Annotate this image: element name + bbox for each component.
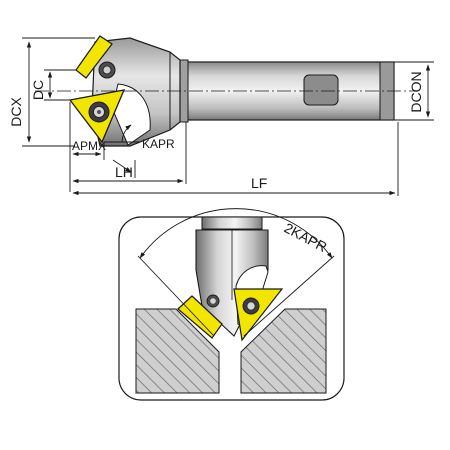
workpiece-right bbox=[240, 308, 327, 394]
workpiece-left bbox=[135, 308, 220, 394]
lf-label: LF bbox=[251, 175, 267, 191]
kapr-label: KAPR bbox=[142, 137, 175, 151]
screw-icon bbox=[206, 294, 220, 308]
dcon-label: DCON bbox=[408, 71, 424, 112]
shank-flat bbox=[303, 74, 339, 106]
insert-top bbox=[75, 35, 113, 79]
screw-icon bbox=[242, 297, 260, 315]
kapr-arc bbox=[121, 124, 132, 143]
dimensions bbox=[22, 37, 434, 196]
angle-leg-right bbox=[243, 255, 335, 337]
screw-icon bbox=[88, 101, 110, 123]
chip-gullet bbox=[111, 83, 151, 146]
apmx-label: APMX bbox=[72, 139, 106, 153]
dcx-label: DCX bbox=[8, 97, 24, 127]
tool-side-view bbox=[35, 35, 416, 147]
two-kapr-arc bbox=[139, 208, 333, 259]
angle-leg-left bbox=[137, 255, 215, 337]
tool-shank-end bbox=[201, 216, 263, 230]
screw-icon bbox=[98, 61, 116, 79]
chamfer-detail-view: 2KAPR bbox=[118, 208, 345, 401]
lh-label: LH bbox=[115, 164, 133, 180]
insert-left bbox=[177, 295, 223, 339]
dc-label: DC bbox=[30, 80, 46, 100]
